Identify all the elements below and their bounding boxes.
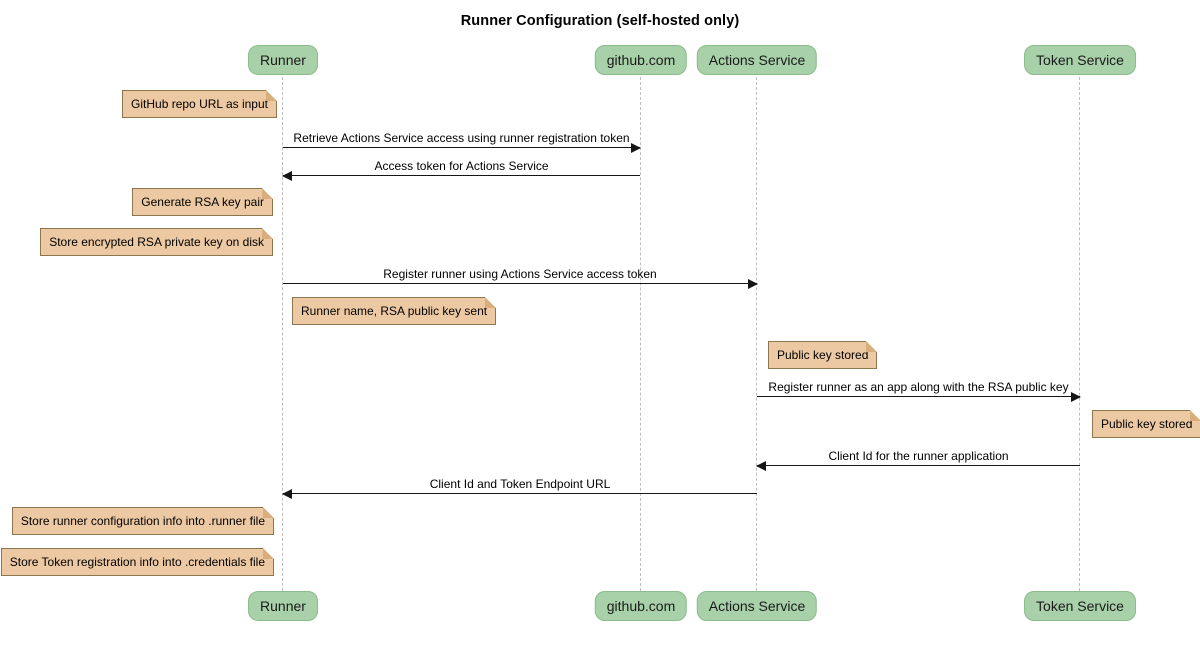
note-generate-rsa-key-pair: Generate RSA key pair	[132, 188, 273, 216]
message-access-token-for-actions-service: Access token for Actions Service	[282, 156, 640, 181]
lifeline-token-service	[1079, 77, 1080, 591]
participant-token-service-bottom: Token Service	[1024, 591, 1136, 621]
message-line	[757, 396, 1080, 397]
note-label: GitHub repo URL as input	[131, 97, 268, 111]
participant-token-service-top: Token Service	[1024, 45, 1136, 75]
note-label: Public key stored	[777, 348, 869, 362]
lifeline-github-com	[640, 77, 641, 591]
note-label: Runner name, RSA public key sent	[301, 304, 488, 318]
participant-actions-service-top: Actions Service	[696, 45, 818, 75]
message-label: Register runner as an app along with the…	[768, 380, 1069, 394]
message-line	[283, 147, 640, 148]
arrowhead-right-icon	[1071, 392, 1081, 402]
message-client-id-and-token-endpoint-url: Client Id and Token Endpoint URL	[282, 474, 757, 499]
message-label: Retrieve Actions Service access using ru…	[293, 131, 630, 145]
message-line	[757, 465, 1080, 466]
arrowhead-left-icon	[282, 171, 292, 181]
note-store-encrypted-rsa-private-key: Store encrypted RSA private key on disk	[40, 228, 273, 256]
message-label: Register runner using Actions Service ac…	[383, 267, 657, 281]
message-client-id-for-runner-application: Client Id for the runner application	[756, 446, 1080, 471]
message-line	[283, 493, 757, 494]
note-label: Public key stored	[1101, 417, 1193, 431]
message-register-runner: Register runner using Actions Service ac…	[283, 264, 758, 289]
lifeline-actions-service	[756, 77, 757, 591]
diagram-title: Runner Configuration (self-hosted only)	[460, 13, 740, 29]
arrowhead-left-icon	[756, 461, 766, 471]
note-label: Generate RSA key pair	[141, 195, 264, 209]
arrowhead-right-icon	[748, 279, 758, 289]
participant-runner-top: Runner	[248, 45, 318, 75]
participant-github-com-bottom: github.com	[594, 591, 688, 621]
message-label: Access token for Actions Service	[374, 159, 549, 173]
note-store-runner-configuration: Store runner configuration info into .ru…	[11, 507, 275, 535]
message-line	[283, 283, 757, 284]
note-github-repo-url-as-input: GitHub repo URL as input	[122, 90, 277, 118]
message-register-runner-as-app: Register runner as an app along with the…	[757, 377, 1081, 402]
participant-actions-service-bottom: Actions Service	[696, 591, 818, 621]
message-line	[283, 175, 640, 176]
arrowhead-left-icon	[282, 489, 292, 499]
message-label: Client Id and Token Endpoint URL	[429, 477, 611, 491]
note-store-token-registration: Store Token registration info into .cred…	[0, 548, 275, 576]
lifeline-runner	[282, 77, 283, 591]
note-label: Store runner configuration info into .ru…	[20, 514, 265, 528]
participant-github-com-top: github.com	[594, 45, 688, 75]
note-runner-name-rsa-public-key-sent: Runner name, RSA public key sent	[292, 297, 497, 325]
note-label: Store Token registration info into .cred…	[9, 555, 265, 569]
note-label: Store encrypted RSA private key on disk	[49, 235, 264, 249]
participant-runner-bottom: Runner	[248, 591, 318, 621]
note-public-key-stored-token-service: Public key stored	[1092, 410, 1200, 438]
message-retrieve-actions-service-access: Retrieve Actions Service access using ru…	[283, 128, 641, 153]
message-label: Client Id for the runner application	[828, 449, 1009, 463]
arrowhead-right-icon	[631, 143, 641, 153]
note-public-key-stored-actions-service: Public key stored	[768, 341, 878, 369]
